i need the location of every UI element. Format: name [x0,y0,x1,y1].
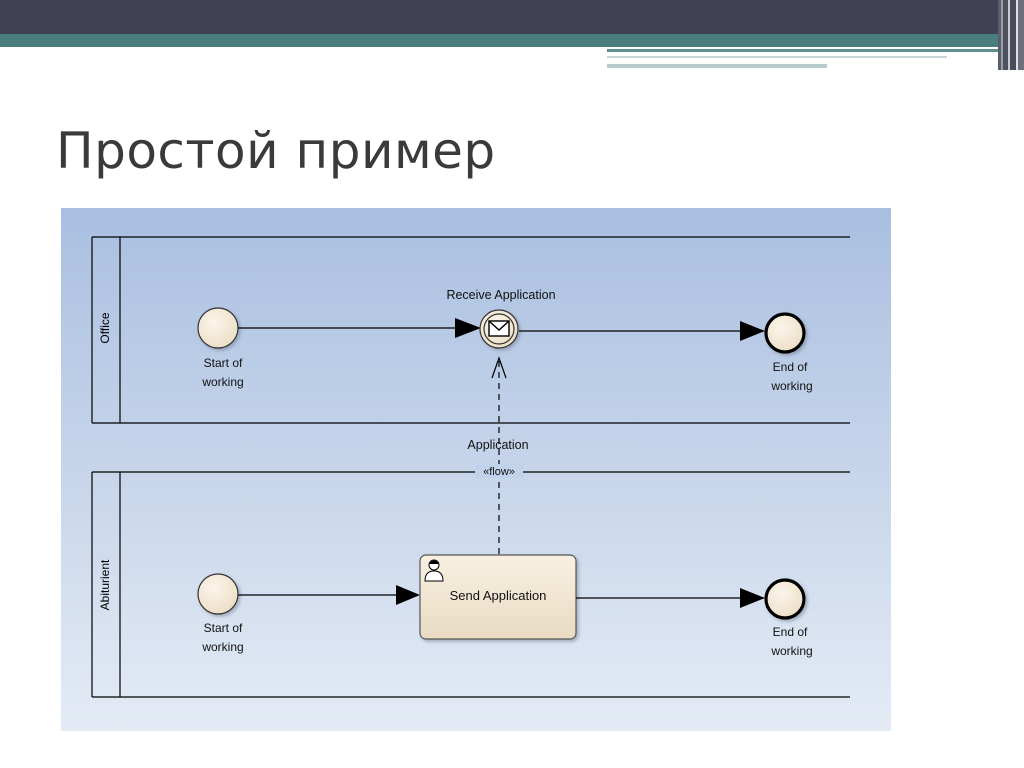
stereotype-background [475,464,523,478]
arrow-head [396,585,420,605]
office-start-event[interactable] [197,307,239,349]
diagram-canvas: Office Abiturient Start of working [61,208,891,731]
user-icon [424,559,444,582]
accent-line [607,49,1007,52]
office-start-label: working [201,375,243,389]
office-end-label: End of [773,360,808,374]
slide-title: Простой пример [56,122,496,180]
office-end-event[interactable] [764,312,806,354]
abiturient-start-label: working [201,640,243,654]
bpmn-diagram: Office Abiturient Start of working [61,208,891,731]
header-band [0,0,1024,34]
receive-application-label: Receive Application [446,288,555,302]
abiturient-end-event[interactable] [764,578,806,620]
lane-label-office: Office [98,312,112,343]
accent-line [607,56,947,58]
message-flow-label: Application [467,438,528,452]
arrow-head [455,318,481,338]
office-end-label: working [770,379,812,393]
arrow-head [740,321,765,341]
abiturient-end-label: End of [773,625,808,639]
lane-abiturient: Abiturient [91,471,850,698]
lane-office: Office [91,236,850,424]
envelope-icon [488,320,510,337]
send-application-label: Send Application [450,588,547,603]
arrow-head [740,588,765,608]
accent-line [607,64,827,68]
lane-label-abiturient: Abiturient [98,559,112,610]
message-flow-arrow [491,356,507,379]
abiturient-start-label: Start of [204,621,243,635]
office-start-label: Start of [204,356,243,370]
abiturient-end-label: working [770,644,812,658]
accent-band [0,34,1024,47]
send-application-task[interactable] [419,554,577,640]
decorative-edge [998,0,1024,70]
message-flow-stereotype: «flow» [483,466,515,478]
abiturient-start-event[interactable] [197,573,239,615]
